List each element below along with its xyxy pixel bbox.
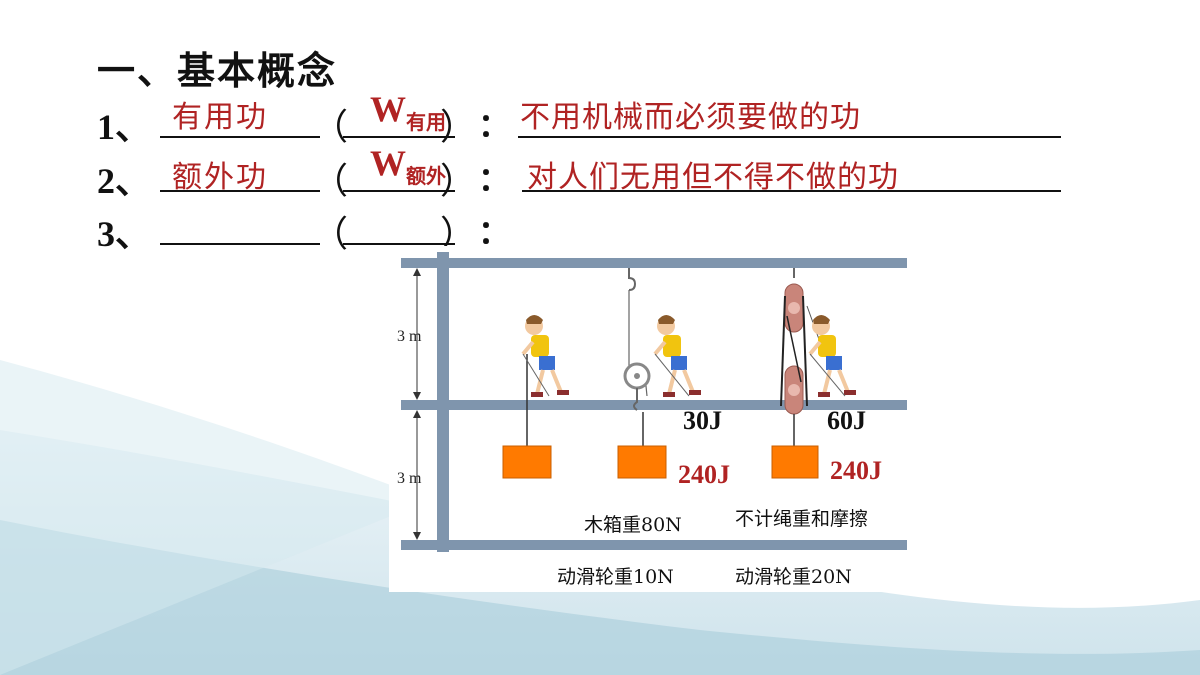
scene-direct-lift [502,315,569,479]
term-useful-work: 有用功 [172,100,268,135]
symbol-blank-line [343,243,455,245]
row-number: 1、 [97,107,152,147]
paren-open: （ [312,107,349,148]
paren-open: （ [312,161,349,202]
concept-row-2: 2、 额外功 （ W额外 ） ： 对人们无用但不得不做的功 [0,143,1200,212]
symbol-blank-line [343,190,455,192]
symbol-w-extra: W额外 [370,143,446,188]
useful-work-240j-b: 240J [830,456,882,485]
scene-pulley-block [771,268,856,479]
paren-close: ） [440,107,477,148]
definition-blank-line [518,136,1061,138]
person-2-icon [653,315,701,397]
definition-extra-work: 对人们无用但不得不做的功 [527,160,899,195]
pulley-weight-10n: 动滑轮重10N [557,566,674,588]
row-number: 3、 [97,214,152,254]
pulley-figure: 3 m 3 m 30J 60J 240J 240J 木箱重80N 不计绳重和摩擦… [389,246,923,592]
floor-middle [401,400,907,410]
concept-row-1: 1、 有用功 （ W有用 ） ： 不用机械而必须要做的功 [0,89,1200,158]
friction-note: 不计绳重和摩擦 [735,508,869,530]
symbol-blank-line [343,136,455,138]
pulley-diagram [401,252,907,552]
person-3-icon [808,315,856,397]
definition-blank-line [522,190,1061,192]
box-1 [502,445,552,479]
concept-row-3: 3、 （ ） ： [0,205,1200,265]
colon: ： [478,106,511,144]
box-3 [771,445,819,479]
box-weight-label: 木箱重80N [584,514,682,536]
extra-work-60j: 60J [827,406,866,435]
height-label-bottom: 3 m [397,470,422,487]
floor-bottom [401,540,907,550]
extra-work-30j: 30J [683,406,722,435]
floor-top [401,258,907,268]
pulley-weight-20n: 动滑轮重20N [735,566,852,588]
term-blank-line [160,243,320,245]
symbol-w-useful: W有用 [370,89,446,134]
colon: ： [478,160,511,198]
term-extra-work: 额外功 [172,160,268,195]
useful-work-240j-a: 240J [678,460,730,489]
row-number: 2、 [97,161,152,201]
paren-close: ） [440,161,477,202]
scene-movable-pulley [617,268,701,479]
person-1-icon [521,315,569,397]
page-title: 一、基本概念 [97,48,338,93]
paren-open: （ [312,214,349,255]
colon: ： [478,213,511,251]
term-blank-line [160,136,320,138]
definition-useful-work: 不用机械而必须要做的功 [520,100,861,135]
box-2 [617,445,667,479]
height-label-top: 3 m [397,328,422,345]
term-blank-line [160,190,320,192]
